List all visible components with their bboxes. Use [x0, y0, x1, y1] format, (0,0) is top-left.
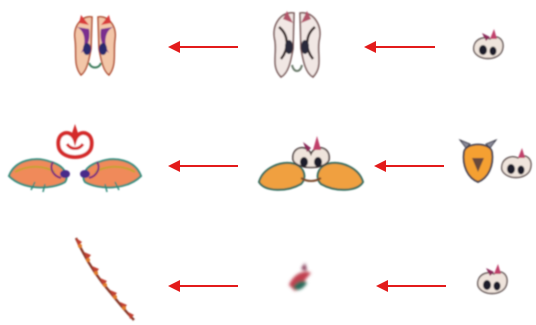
large-colored-cloud-ornament-icon [7, 124, 143, 193]
arrow-row1-left [168, 41, 238, 53]
tiny-blurred-motif-icon [289, 263, 311, 291]
small-eye-ornament-icon [473, 29, 504, 60]
orange-cloud-ornament-icon [257, 136, 365, 191]
helmet-and-eye-ornament-icon [458, 138, 532, 183]
arrow-row3-right [376, 280, 446, 292]
arrow-row3-left [168, 280, 238, 292]
chain-border-pattern-icon [74, 237, 135, 321]
arrow-row1-right [364, 41, 435, 53]
small-eye-ornament-icon-row3 [477, 264, 508, 295]
arrow-row2-right [374, 160, 444, 172]
mirrored-tall-ornament-icon [273, 11, 321, 78]
mirrored-colored-ornament-icon [74, 15, 116, 77]
arrow-row2-left [168, 160, 238, 172]
